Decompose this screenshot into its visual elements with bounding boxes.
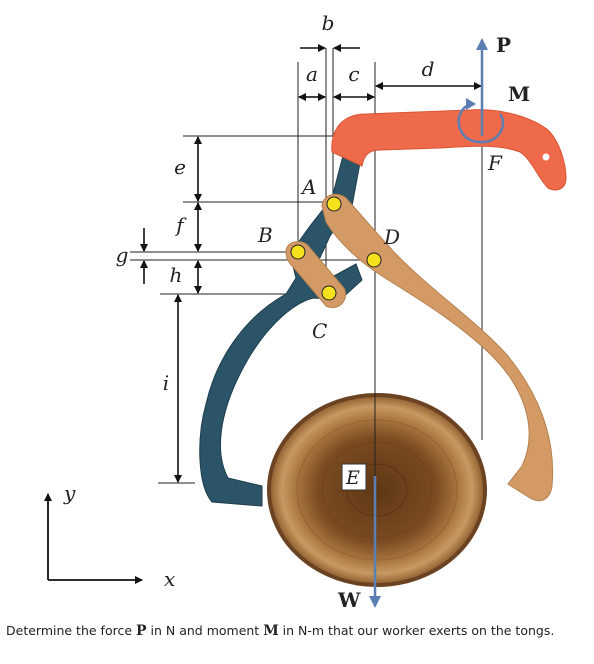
point-label-a: A bbox=[300, 175, 316, 199]
question-suffix: in N-m that our worker exerts on the ton… bbox=[278, 623, 555, 638]
point-label-e: E bbox=[345, 467, 360, 489]
vector-label-p: P bbox=[496, 33, 511, 57]
pin-d bbox=[366, 252, 382, 268]
point-label-c: C bbox=[312, 319, 327, 343]
question-prefix: Determine the force bbox=[6, 623, 136, 638]
dim-label-a: a bbox=[306, 62, 318, 86]
dim-label-b: b bbox=[322, 11, 335, 35]
vector-label-w: W bbox=[337, 588, 361, 612]
pin-b bbox=[290, 244, 306, 260]
point-label-f: F bbox=[487, 151, 503, 175]
log bbox=[267, 393, 487, 587]
coordinate-axes: y x bbox=[44, 481, 175, 591]
axis-label-y: y bbox=[63, 481, 76, 505]
axis-label-x: x bbox=[164, 567, 175, 591]
dim-label-e: e bbox=[174, 155, 186, 179]
right-tong-arm bbox=[321, 193, 554, 502]
dim-label-f: f bbox=[174, 213, 187, 237]
dim-label-d: d bbox=[422, 57, 435, 81]
tongs-diagram: b a c d e f g h i A B C D E F P M W y x bbox=[44, 11, 567, 612]
left-tong-arm bbox=[199, 147, 363, 507]
point-label-b: B bbox=[257, 223, 273, 247]
point-e-box bbox=[341, 463, 367, 491]
question-moment-symbol: M bbox=[263, 623, 279, 639]
dimension-arrows bbox=[140, 44, 482, 483]
question-middle: in N and moment bbox=[146, 623, 264, 638]
pins bbox=[290, 196, 382, 301]
tongs-handle bbox=[331, 109, 567, 191]
moment-m-arrow bbox=[457, 102, 505, 144]
pin-a bbox=[326, 196, 342, 212]
pin-c bbox=[321, 285, 337, 301]
dim-label-i: i bbox=[163, 371, 169, 395]
question-text: Determine the force P in N and moment M … bbox=[6, 622, 590, 640]
dim-label-g: g bbox=[116, 243, 129, 267]
handle-hole bbox=[542, 153, 550, 161]
dim-label-h: h bbox=[170, 263, 183, 287]
moment-arrowhead bbox=[466, 98, 476, 110]
point-label-d: D bbox=[383, 225, 400, 249]
vector-label-m: M bbox=[508, 82, 530, 106]
dim-label-c: c bbox=[348, 62, 359, 86]
question-force-symbol: P bbox=[136, 623, 147, 639]
